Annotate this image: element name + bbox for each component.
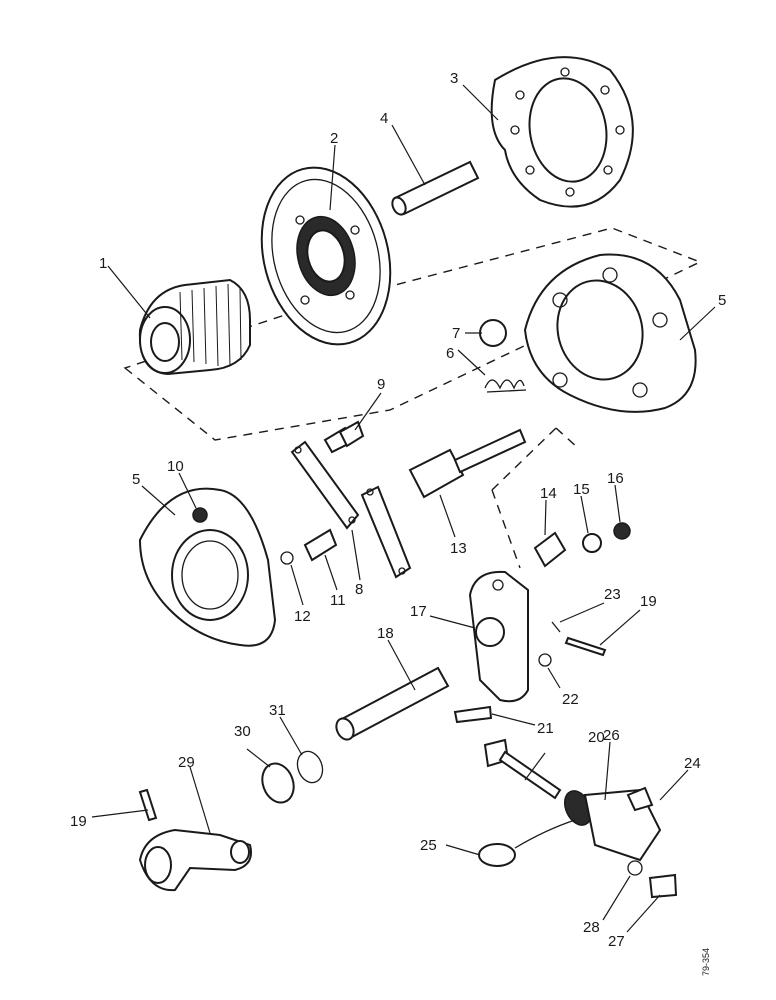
- callout-4: 4: [380, 110, 388, 127]
- callout-15: 15: [573, 481, 590, 498]
- callout-25: 25: [420, 837, 437, 854]
- callout-31: 31: [269, 702, 286, 719]
- part-9-bolt: [323, 420, 365, 454]
- callout-3: 3: [450, 70, 458, 87]
- part-3-plate: [490, 56, 634, 208]
- callout-29: 29: [178, 754, 195, 771]
- callout-24: 24: [684, 755, 701, 772]
- part-31-ring: [296, 750, 324, 784]
- part-2-friction-disc: [260, 166, 392, 346]
- part-30-seal: [261, 762, 295, 804]
- callout-14: 14: [540, 485, 557, 502]
- callout-18: 18: [377, 625, 394, 642]
- callout-19-right: 19: [640, 593, 657, 610]
- part-5-housing-upper: [523, 253, 697, 413]
- part-22-washer: [538, 653, 552, 667]
- part-4-pin: [391, 160, 480, 216]
- part-14-pin: [533, 531, 567, 568]
- part-6-spring: [484, 379, 527, 393]
- part-17-lever: [468, 570, 529, 703]
- callout-10: 10: [167, 458, 184, 475]
- part-13-clevis-rod: [408, 428, 527, 499]
- part-25-o-ring: [478, 843, 516, 867]
- part-7-ball: [479, 319, 507, 347]
- callout-28: 28: [583, 919, 600, 936]
- part-19-pin-left: [138, 788, 158, 822]
- callout-5-upper: 5: [718, 292, 726, 309]
- part-11-pin: [303, 528, 338, 562]
- assembly-outline-lower: [491, 427, 579, 569]
- figure-reference: 79-354: [701, 948, 711, 976]
- assembly-outline-upper: [123, 227, 702, 441]
- callout-30: 30: [234, 723, 251, 740]
- callout-8: 8: [355, 581, 363, 598]
- part-23-split-pin: [551, 621, 561, 633]
- part-18-long-pin: [335, 666, 450, 741]
- part-10-nut: [192, 507, 208, 523]
- part-27-bolt: [648, 873, 678, 899]
- callout-21: 21: [537, 720, 554, 737]
- part-19-pin-right: [564, 636, 607, 657]
- callout-20: 20: [588, 729, 605, 746]
- callout-27: 27: [608, 933, 625, 950]
- callout-11: 11: [330, 592, 346, 609]
- part-8-links: [290, 440, 412, 579]
- callout-22: 22: [562, 691, 579, 708]
- part-20-rod: [483, 738, 562, 800]
- callout-12: 12: [294, 608, 311, 625]
- callout-16: 16: [607, 470, 624, 487]
- callout-labels: 1 2 3 4 5 6 7 8 9 10 5 11 12 13 14 15 16…: [70, 70, 726, 950]
- leader-lines: [91, 84, 716, 933]
- part-1-splined-hub: [138, 278, 251, 376]
- callout-13: 13: [450, 540, 467, 557]
- part-12-clip: [280, 551, 294, 565]
- callout-1: 1: [99, 255, 107, 272]
- part-29-yoke: [138, 828, 252, 892]
- callout-9: 9: [377, 376, 385, 393]
- callout-19-left: 19: [70, 813, 87, 830]
- part-5-housing-lower: [138, 487, 277, 647]
- callout-5-lower: 5: [132, 471, 140, 488]
- part-15-washer: [582, 533, 602, 553]
- callout-7: 7: [452, 325, 460, 342]
- callout-6: 6: [446, 345, 454, 362]
- callout-2: 2: [330, 130, 338, 147]
- callout-17: 17: [410, 603, 427, 620]
- callout-26: 26: [603, 727, 620, 744]
- part-16-nut: [613, 522, 631, 540]
- part-21-bolt: [453, 705, 493, 724]
- part-26-24-cylinder: [563, 786, 662, 862]
- callout-23: 23: [604, 586, 621, 603]
- part-28-washer: [627, 860, 643, 876]
